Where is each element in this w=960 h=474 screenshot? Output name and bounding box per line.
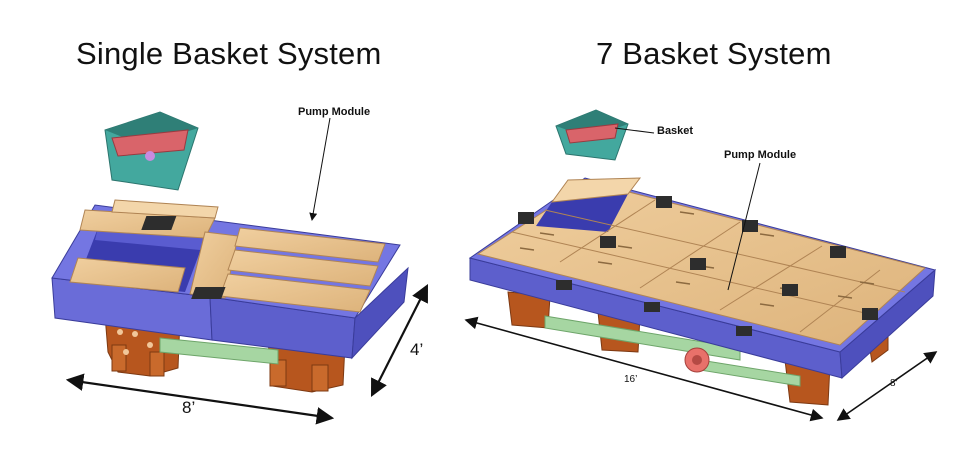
title-seven-basket-system: 7 Basket System [596,36,832,71]
title-single-basket-system: Single Basket System [76,36,382,71]
single-basket-model [51,111,409,393]
label-pump-module-seven: Pump Module [724,149,797,161]
label-pump-module-single: Pump Module [298,106,371,118]
dimension-single-width: 4’ [410,340,424,359]
dimension-single-length: 8’ [182,398,196,417]
dimension-seven-length: 16’ [624,374,638,385]
dimension-seven-width: 8’ [890,378,898,389]
seven-basket-model [468,109,937,406]
label-basket-seven: Basket [657,125,694,137]
